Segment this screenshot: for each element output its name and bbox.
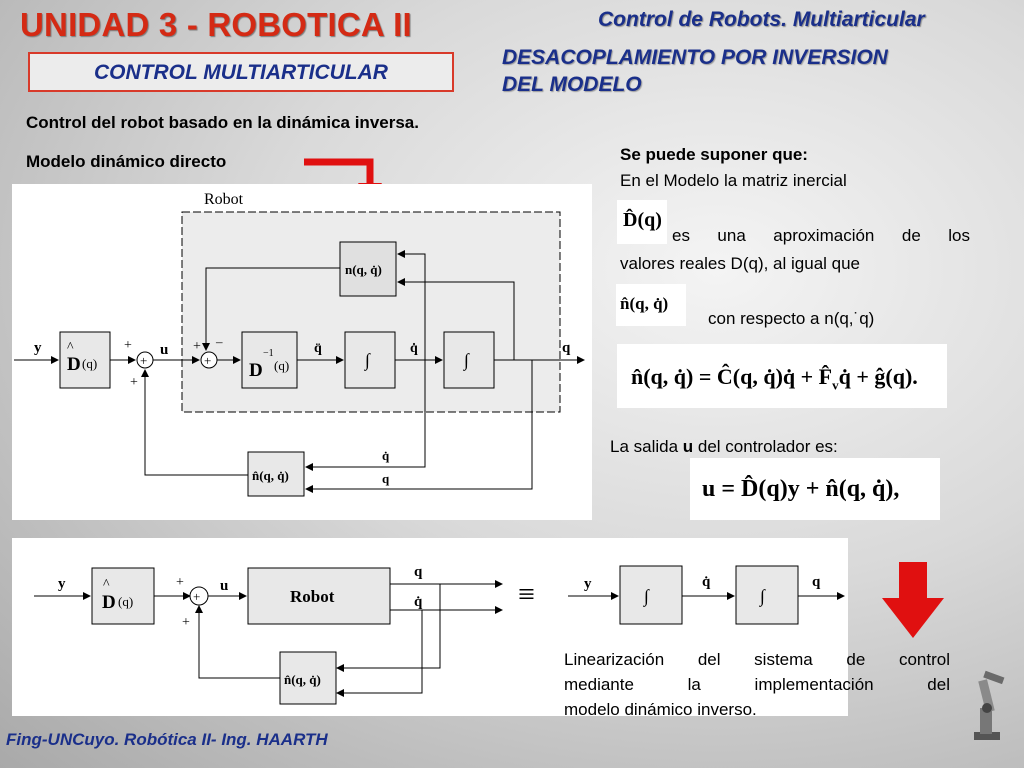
minus-label: – — [215, 334, 223, 349]
qdot-label-1: q̇ — [410, 341, 418, 356]
d2-qdot-label-2: q̇ — [702, 574, 711, 590]
nhat-block — [247, 451, 305, 497]
d2-robot-block — [247, 567, 391, 625]
real-values-text: valores reales D(q), al igual que — [620, 254, 861, 273]
n-block-label: n(q, q̇) — [345, 262, 382, 277]
section-heading-line1: DESACOPLAMIENTO POR INVERSION — [502, 46, 888, 69]
equivalence-symbol: ≡ — [518, 578, 535, 611]
n-hat-equation: n̂(q, q̇) = Ĉ(q, q̇)q̇ + F̂vq̇ + ĝ(q). — [617, 344, 947, 408]
d2-u-label: u — [220, 578, 228, 594]
suppose-heading: Se puede suponer que: — [620, 145, 808, 164]
block-diagram-linearization: y D ^ (q) + + u Robot q q̇ n̂(q, q̇) + ≡… — [12, 538, 848, 716]
d2-nhat-label: n̂(q, q̇) — [284, 672, 321, 687]
d2-integrator-1-symbol: ∫ — [643, 586, 650, 607]
respect-text: con respecto a n(q,˙q) — [708, 309, 875, 328]
sum1-plus: + — [140, 353, 147, 368]
dinv-arg: (q) — [274, 358, 289, 373]
dhat-arg: (q) — [82, 356, 97, 371]
intro-text: Control del robot basado en la dinámica … — [26, 113, 419, 132]
q-label-2: q — [382, 471, 390, 486]
sum2-plus: + — [204, 353, 211, 368]
dhat-D: D — [67, 354, 81, 375]
d2-integrator-1 — [619, 565, 683, 625]
qddot-label: q̈ — [314, 341, 322, 356]
d2-integrator-2-symbol: ∫ — [759, 586, 766, 607]
subtitle-box: CONTROL MULTIARTICULAR — [28, 52, 454, 92]
robot-label: Robot — [204, 191, 244, 208]
integrator-1-symbol: ∫ — [364, 350, 371, 371]
dhat-hat: ^ — [67, 340, 74, 355]
d2-sum-plus: + — [193, 589, 200, 604]
q-label-1: q — [562, 340, 571, 356]
subtitle: CONTROL MULTIARTICULAR — [94, 61, 388, 84]
plus-label-1: + — [124, 338, 132, 353]
d2-nhat-block — [279, 651, 337, 705]
d2-plus-2: + — [182, 615, 190, 630]
d2-dhat-hat: ^ — [103, 577, 110, 592]
u-equation: u = D̂(q)y + n̂(q, q̇), — [690, 458, 940, 520]
course-topic: Control de Robots. Multiarticular — [598, 8, 925, 31]
d2-dhat-D: D — [102, 592, 116, 613]
output-text: La salida u del controlador es: — [610, 437, 838, 456]
d2-qdot-label: q̇ — [414, 594, 423, 610]
n-block — [339, 241, 397, 297]
d2-dhat-block — [91, 567, 155, 625]
dinv-sup: −1 — [263, 348, 274, 359]
integrator-2 — [443, 331, 495, 389]
linearization-line3: modelo dinámico inverso. — [564, 700, 757, 719]
section-heading: DESACOPLAMIENTO POR INVERSION DEL MODELO — [502, 44, 992, 98]
d2-y-label: y — [58, 576, 66, 592]
plus-label-3: + — [130, 375, 138, 390]
integrator-1 — [344, 331, 396, 389]
footer-credit: Fing-UNCuyo. Robótica II- Ing. HAARTH — [6, 730, 328, 749]
inertia-text: En el Modelo la matriz inercial — [620, 171, 847, 190]
d2-q-label-2: q — [812, 574, 821, 590]
d2-y-label-2: y — [584, 576, 592, 592]
dhat-formula-small: D̂(q) — [617, 200, 667, 244]
linearization-text: Linearización del sistema de control med… — [558, 650, 950, 738]
nhat-block-label: n̂(q, q̇) — [252, 468, 289, 483]
down-arrow-icon — [882, 562, 944, 638]
dinv-D: D — [249, 360, 263, 381]
linearization-line2: mediante la implementación del — [564, 675, 950, 694]
approx-text: es una aproximación de los — [672, 226, 970, 245]
plus-label-2: + — [193, 339, 201, 354]
dinv-block — [241, 331, 298, 389]
slide-title: UNIDAD 3 - ROBOTICA II — [20, 6, 412, 43]
robot-arm-icon — [974, 670, 1005, 740]
qdot-label-2: q̇ — [382, 448, 390, 463]
d2-q-label: q — [414, 564, 423, 580]
block-diagram-inverse-dynamics: Robot D ^ (q) D −1 (q) n(q, q̇) ∫ ∫ n̂(q… — [12, 184, 592, 520]
d2-plus-1: + — [176, 575, 184, 590]
integrator-2-symbol: ∫ — [463, 350, 470, 371]
nhat-formula-small: n̂(q, q̇) — [616, 284, 686, 326]
u-label: u — [160, 342, 168, 358]
dhat-block — [59, 331, 111, 389]
y-label: y — [34, 340, 42, 356]
direct-model-label: Modelo dinámico directo — [26, 152, 227, 171]
linearization-line1: Linearización del sistema de control — [564, 650, 950, 669]
d2-robot-label: Robot — [290, 587, 335, 606]
section-heading-line2: DEL MODELO — [502, 73, 642, 96]
d2-integrator-2 — [735, 565, 799, 625]
d2-dhat-arg: (q) — [118, 594, 133, 609]
